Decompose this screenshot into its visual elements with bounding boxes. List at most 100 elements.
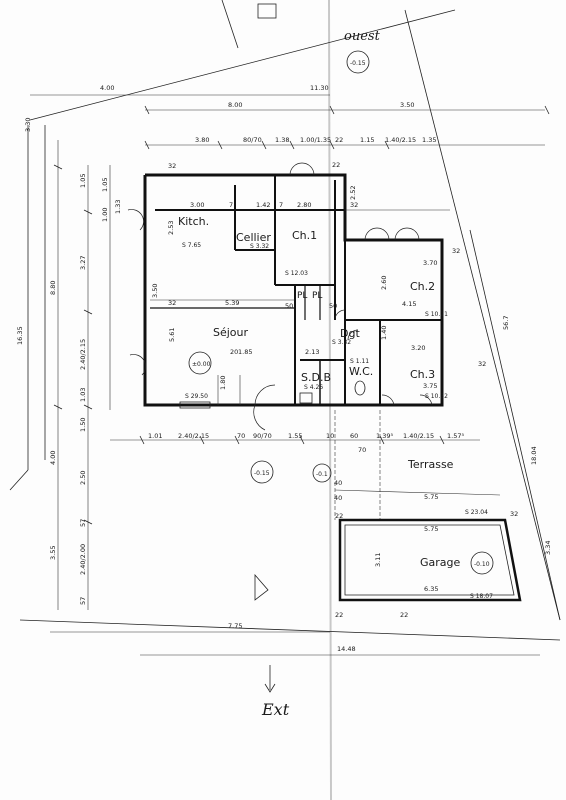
area-sdb: S 4.26 (304, 384, 323, 391)
dim-bot-10: 10 (326, 432, 334, 440)
dim-left-400: 4.00 (49, 451, 57, 465)
dim-gar-32: 32 (510, 510, 518, 518)
door-entrance-swing (253, 404, 266, 431)
dim-top-400: 4.00 (100, 84, 114, 92)
dim-top-80-70: 80/70 (243, 136, 262, 144)
dim-bot-1575: 1.57⁵ (447, 432, 464, 440)
dim-bot-140-215: 1.40/2.15 (403, 432, 434, 440)
dim-left-250: 2.50 (79, 471, 87, 485)
dim-k-100: 1.00 (101, 208, 109, 222)
dim-sej-350: 3.50 (151, 284, 159, 298)
room-sdb: S.D.B (301, 371, 331, 384)
room-pl1: PL (297, 291, 307, 301)
level-terrace: -0.1 (316, 471, 328, 478)
area-garage: S 18.07 (470, 593, 493, 600)
dim-k-253: 2.53 (167, 221, 175, 235)
dim-top-22: 22 (335, 136, 343, 144)
dim-bot-90-70: 90/70 (253, 432, 272, 440)
dim-top-350: 3.50 (400, 101, 414, 109)
room-garage: Garage (420, 556, 461, 569)
dim-bot-60: 60 (350, 432, 358, 440)
dim-sej-213: 2.13 (305, 348, 319, 356)
dim-ch2-415: 4.15 (402, 300, 416, 308)
sdb-fixture (299, 392, 313, 404)
property-line-right (404, 9, 561, 621)
level-ouest: -0.15 (350, 60, 366, 67)
north-symbol-box (257, 3, 277, 19)
house-outer-wall-top-right (145, 173, 444, 407)
dim-sej-50b: 50 (329, 302, 337, 310)
property-line-north (221, 0, 239, 49)
dim-gar-311: 3.11 (374, 553, 382, 567)
dim-left-327: 3.27 (79, 256, 87, 270)
area-sejour: S 29.50 (185, 393, 208, 400)
dim-bot-101: 1.01 (148, 432, 162, 440)
room-cellier: Cellier (236, 231, 271, 244)
dim-bot-1395: 1.39⁵ (376, 432, 393, 440)
dim-top-115: 1.15 (360, 136, 374, 144)
dim-left-57a: 57 (79, 519, 87, 527)
area-terrasse: S 23.04 (465, 509, 488, 516)
level-sejour: ±0.00 (192, 361, 211, 368)
door-ch2-window-b (394, 227, 420, 241)
room-ch2: Ch.2 (410, 280, 435, 293)
dim-ch3-320: 3.20 (411, 344, 425, 352)
dim-k-7a: 7 (229, 201, 233, 209)
property-line-bottom (19, 619, 561, 641)
dim-k-105: 1.05 (101, 178, 109, 192)
dim-r-334: 3.34 (544, 541, 552, 555)
dim-cell-252: 2.52 (349, 186, 357, 200)
area-ch1: S 12.03 (285, 270, 308, 277)
label-ouest: ouest (344, 29, 381, 44)
dim-ch3-140: 1.40 (380, 326, 388, 340)
dim-b-1448: 14.48 (337, 645, 356, 653)
room-dgt: Dgt (340, 327, 360, 340)
level-front: -0.15 (254, 470, 270, 477)
dim-top-135: 1.35 (422, 136, 436, 144)
dim-ter-575b: 5.75 (424, 525, 438, 533)
dim-r-1804: 18.04 (530, 446, 538, 465)
dim-gar-635: 6.35 (424, 585, 438, 593)
room-sejour: Séjour (213, 326, 249, 339)
room-terrasse: Terrasse (407, 458, 454, 471)
room-pl2: PL (312, 291, 322, 301)
dim-k-133: 1.33 (114, 200, 122, 214)
door-entrance (254, 384, 276, 406)
door-dgt (334, 309, 346, 321)
property-line-right-inner (469, 229, 561, 621)
wc-fixture (354, 380, 366, 396)
area-dgt: S 3.32 (332, 339, 351, 346)
dim-left-240-200: 2.40/2.00 (79, 544, 87, 575)
dim-ticks (53, 105, 550, 525)
dim-ch3-375: 3.75 (423, 382, 437, 390)
dim-k-300: 3.00 (190, 201, 204, 209)
door-ch1-window (289, 162, 315, 176)
dim-ter-575a: 5.75 (424, 493, 438, 501)
area-cellier: S 3.32 (250, 243, 269, 250)
area-kitchen: S 7.65 (182, 242, 201, 249)
dim-k-142: 1.42 (256, 201, 270, 209)
dim-sej-180: 1.80 (219, 376, 227, 390)
dim-ch2-260: 2.60 (380, 276, 388, 290)
property-line-top (29, 9, 456, 121)
room-kitchen: Kitch. (178, 215, 209, 228)
level-circle-sejour (188, 351, 212, 375)
dim-sej-50a: 50 (285, 302, 293, 310)
dim-sej-539: 5.39 (225, 299, 239, 307)
dim-ter-40a: 40 (334, 479, 342, 487)
window-sejour-left (129, 354, 146, 376)
dim-k-7b: 7 (279, 201, 283, 209)
dim-gar-22b: 22 (335, 611, 343, 619)
dim-r-567: 56.7 (502, 316, 510, 330)
room-wc: W.C. (349, 365, 373, 378)
dim-ch2-370: 3.70 (423, 259, 437, 267)
dim-ch3-32: 32 (478, 360, 486, 368)
dim-left-355: 3.55 (49, 546, 57, 560)
dim-left-105: 1.05 (79, 174, 87, 188)
dim-gar-22a: 22 (335, 512, 343, 520)
dim-left-103: 1.03 (79, 388, 87, 402)
level-circle-front (250, 460, 274, 484)
dim-gar-22c: 22 (400, 611, 408, 619)
